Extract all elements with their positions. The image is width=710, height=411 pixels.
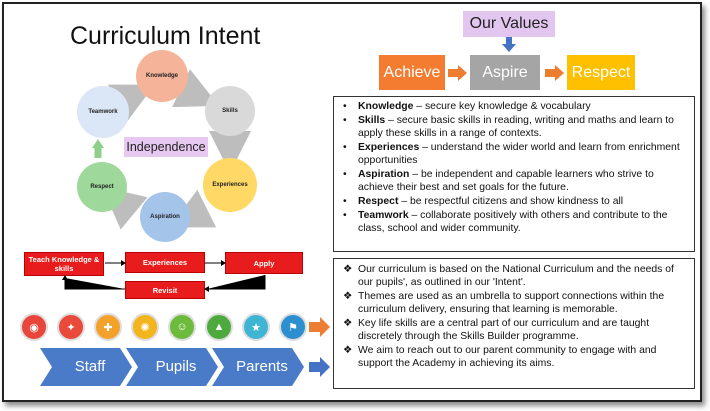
page-title: Curriculum Intent: [70, 22, 261, 50]
statement-item: ❖Key life skills are a central part of o…: [343, 318, 650, 342]
process-connectors: [62, 260, 266, 292]
creativity-icon: ✺: [131, 313, 159, 341]
audience-right-arrow: [309, 357, 330, 377]
problem-solving-icon: ✚: [94, 313, 122, 341]
values-down-arrow: [502, 37, 516, 52]
process-experiences: Experiences: [125, 252, 205, 273]
value-achieve: Achieve: [379, 55, 445, 90]
teamwork-skill-icon: ⚑: [279, 313, 307, 341]
cycle-node-teamwork: Teamwork: [77, 86, 129, 138]
audience-parents: Parents: [236, 358, 288, 375]
definitions-panel: •Knowledge – secure key knowledge & voca…: [333, 96, 695, 252]
process-apply: Apply: [225, 252, 303, 274]
value-respect: Respect: [567, 55, 635, 90]
definition-item: •Knowledge – secure key knowledge & voca…: [343, 101, 591, 112]
cycle-node-experiences: Experiences: [203, 158, 257, 212]
definition-item: •Experiences – understand the wider worl…: [343, 142, 680, 166]
statement-item: ❖We aim to reach out to our parent commu…: [343, 345, 657, 369]
audience-staff: Staff: [74, 358, 106, 375]
definition-item: •Skills – secure basic skills in reading…: [343, 115, 674, 139]
staying-positive-icon: ☺: [168, 313, 196, 341]
audience-chevrons: [40, 348, 304, 386]
value-aspire: Aspire: [470, 55, 540, 90]
value-arrow-2: [545, 65, 564, 81]
process-teach: Teach Knowledge & skills: [24, 252, 104, 276]
definition-item: •Teamwork – collaborate positively with …: [343, 210, 668, 234]
process-revisit: Revisit: [125, 281, 205, 299]
definition-item: •Respect – be respectful citizens and sh…: [343, 196, 624, 207]
audience-pupils: Pupils: [155, 358, 197, 375]
aiming-high-icon: ▲: [205, 313, 233, 341]
statement-item: ❖Our curriculum is based on the National…: [343, 264, 674, 288]
cycle-node-respect: Respect: [77, 162, 127, 212]
independence-label: Independence: [124, 137, 208, 157]
cycle-node-skills: Skills: [205, 86, 255, 136]
leadership-icon: ★: [242, 313, 270, 341]
statement-item: ❖Themes are used as an umbrella to suppo…: [343, 291, 665, 315]
cycle-arrows: [92, 69, 251, 230]
cycle-node-knowledge: Knowledge: [136, 50, 188, 102]
cycle-arrow-3: [169, 189, 217, 228]
values-title: Our Values: [463, 11, 555, 37]
listening-icon: ◉: [20, 313, 48, 341]
statements-panel: ❖Our curriculum is based on the National…: [333, 258, 695, 389]
value-arrow-1: [448, 65, 467, 81]
definition-item: •Aspiration – be independent and capable…: [343, 169, 654, 193]
icons-right-arrow: [309, 317, 330, 337]
speaking-icon: ✦: [57, 313, 85, 341]
cycle-node-aspiration: Aspiration: [140, 192, 190, 242]
cycle-arrow-1: [172, 69, 220, 108]
